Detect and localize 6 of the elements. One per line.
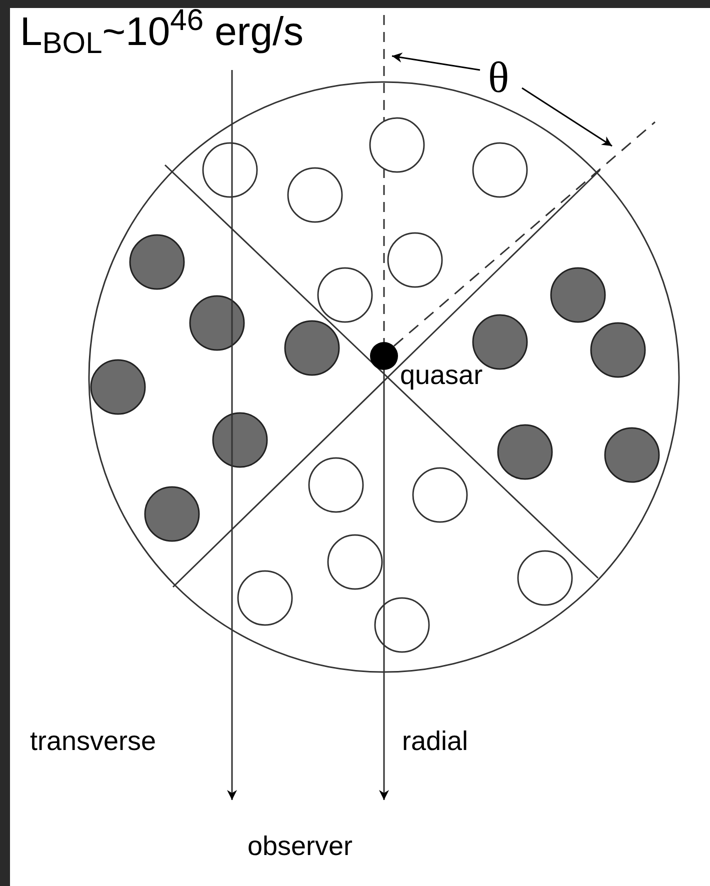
edge-label: transverse bbox=[30, 728, 156, 755]
observer-label: observer bbox=[220, 800, 380, 870]
arrow bbox=[227, 70, 237, 800]
node-caption: quasar bbox=[400, 362, 483, 389]
edge-label: radial bbox=[402, 728, 468, 755]
arrow bbox=[379, 370, 389, 800]
